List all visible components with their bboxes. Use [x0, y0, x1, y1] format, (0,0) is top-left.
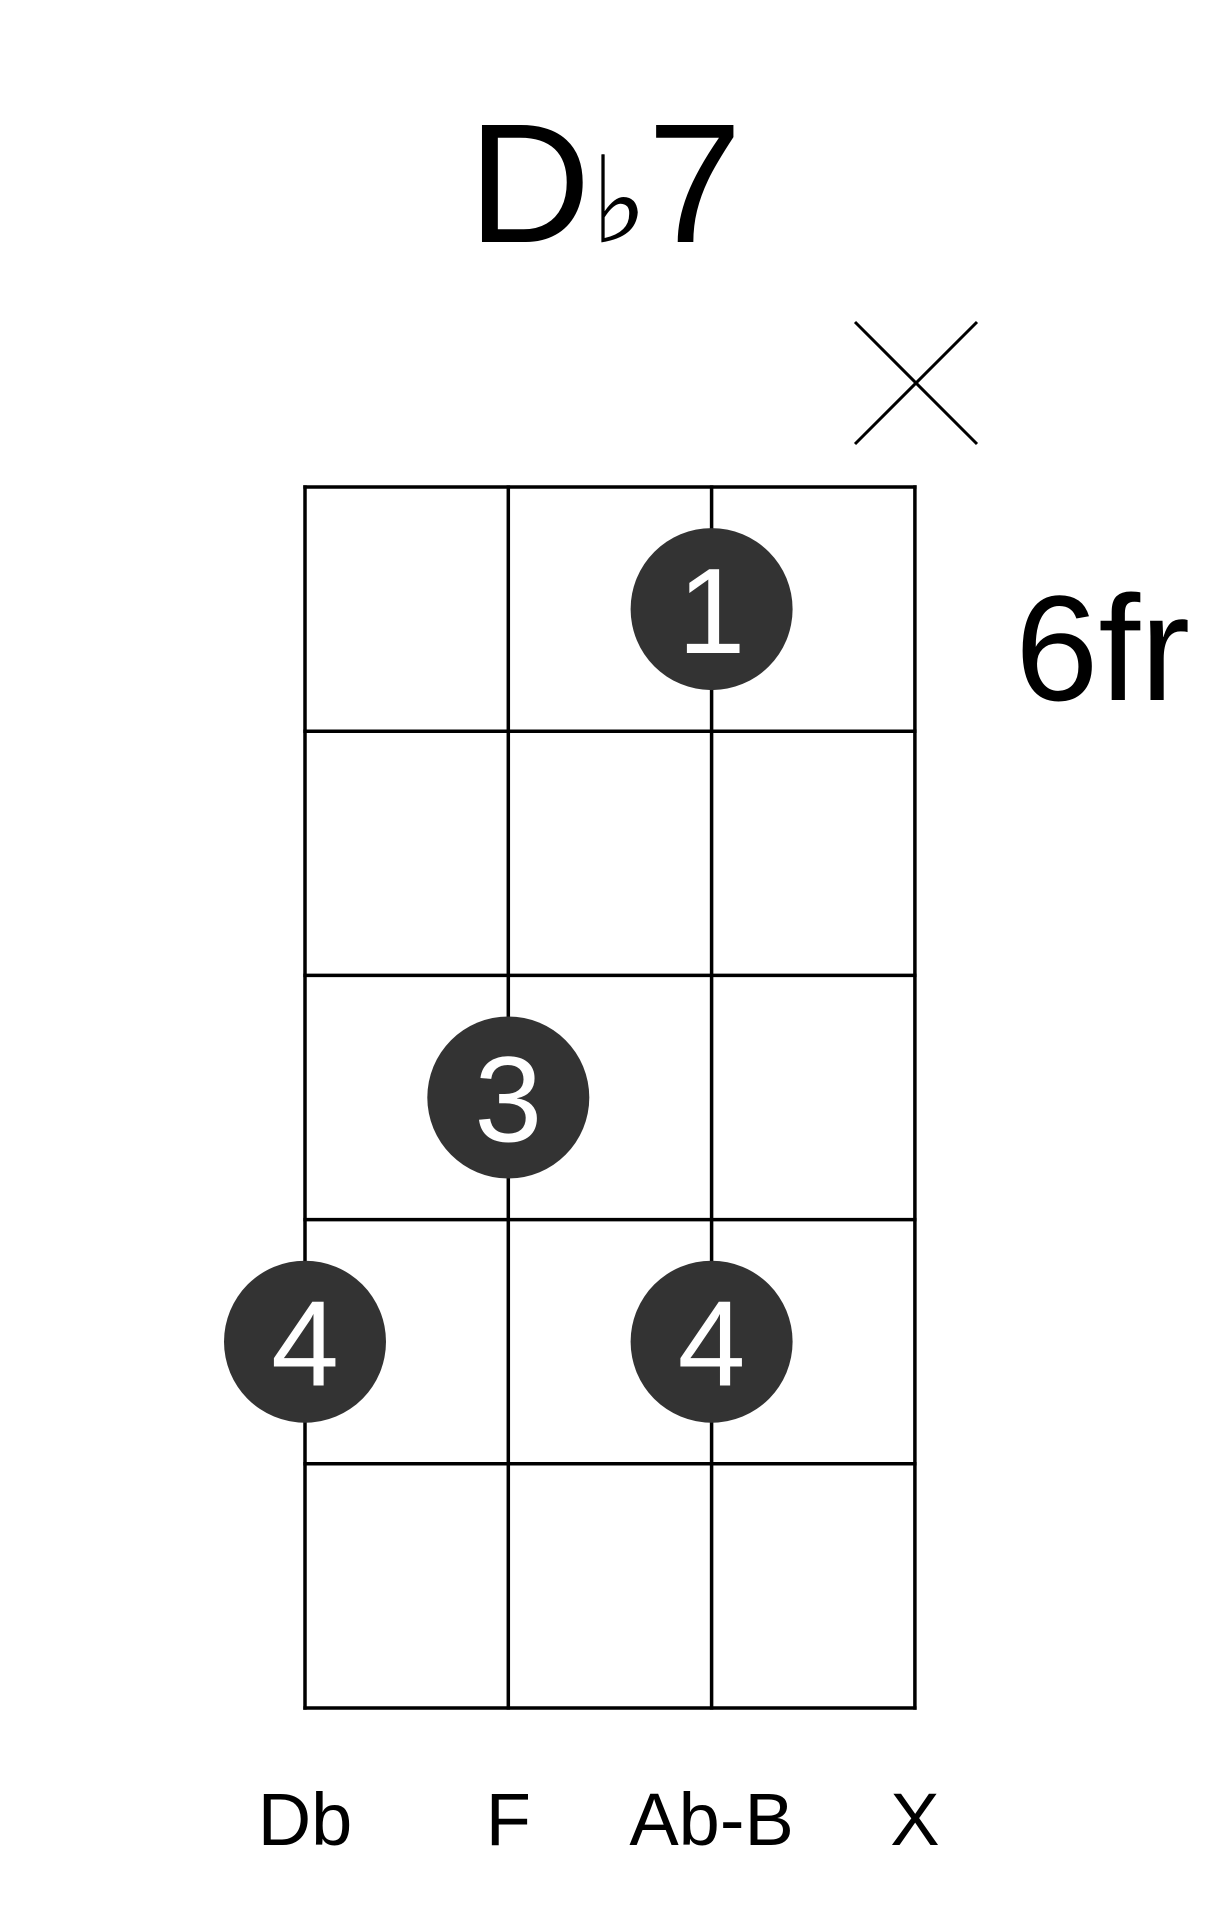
finger-number: 4: [271, 1276, 339, 1412]
chord-quality: 7: [647, 89, 742, 279]
string-note-label: X: [890, 1778, 939, 1861]
finger-dot: 4: [630, 1260, 793, 1423]
finger-dot-circle: [427, 1016, 590, 1179]
finger-dot: 1: [630, 528, 793, 691]
finger-dot-circle: [630, 1260, 793, 1423]
string-note-label: Ab-B: [629, 1778, 794, 1861]
fret-position-label: 6fr: [1015, 564, 1190, 732]
finger-dots: 1 34 4: [224, 528, 793, 1423]
finger-dot-circle: [224, 1260, 386, 1423]
finger-dot: 3: [427, 1016, 590, 1179]
finger-number: 4: [678, 1276, 746, 1412]
chord-root: D: [468, 89, 591, 279]
fretboard-grid: [303, 485, 917, 1710]
finger-number: 1: [678, 543, 746, 679]
finger-dot-circle: [630, 528, 793, 691]
string-note-label: F: [486, 1778, 531, 1861]
chord-accidental: ♭: [591, 132, 648, 271]
string-note-label: Db: [258, 1778, 353, 1861]
string-note-labels: Db F Ab-B X: [258, 1778, 940, 1861]
finger-dot: 4: [224, 1260, 386, 1423]
finger-number: 3: [474, 1032, 542, 1168]
muted-string-marker: [853, 320, 979, 446]
chord-title: D♭7: [468, 89, 742, 279]
